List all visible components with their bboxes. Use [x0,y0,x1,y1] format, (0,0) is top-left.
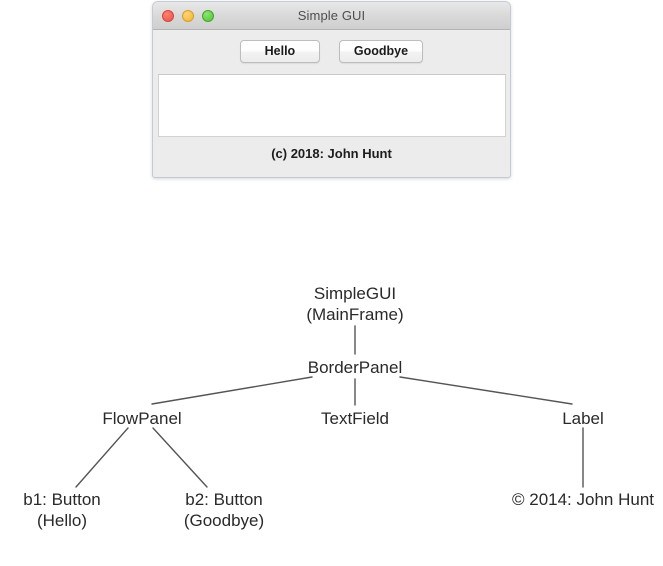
diagram-node-b1-button: b1: Button (Hello) [23,489,101,531]
close-icon[interactable] [162,10,174,22]
node-line-1: Label [562,409,604,428]
edge-borderpanel-flowpanel [151,376,313,405]
simple-gui-window: Simple GUI Hello Goodbye (c) 2018: John … [152,1,511,178]
diagram-node-textfield: TextField [321,408,389,429]
diagram-node-flowpanel: FlowPanel [102,408,181,429]
node-line-2: (Hello) [36,511,88,530]
flow-panel-button-row: Hello Goodbye [153,31,510,72]
edge-borderpanel-label [399,376,573,405]
node-line-1: b1: Button [23,490,101,509]
node-line-1: b2: Button [185,490,263,509]
copyright-footer-label: (c) 2018: John Hunt [153,140,510,170]
diagram-node-b2-button: b2: Button (Goodbye) [184,489,264,531]
text-field-input[interactable] [158,74,506,137]
diagram-node-label: Label [562,408,604,429]
hello-button[interactable]: Hello [239,40,320,63]
edge-flowpanel-b1 [75,427,129,488]
diagram-node-simplegui: SimpleGUI (MainFrame) [306,283,403,325]
diagram-node-borderpanel: BorderPanel [308,357,403,378]
diagram-node-copyright: © 2014: John Hunt [512,489,654,510]
edge-flowpanel-b2 [152,427,208,488]
node-line-2: (Goodbye) [183,511,265,530]
node-line-2: (MainFrame) [306,305,404,324]
node-line-1: TextField [320,409,390,428]
window-titlebar[interactable]: Simple GUI [153,2,510,30]
traffic-light-group [162,10,214,22]
node-line-1: FlowPanel [102,409,182,428]
minimize-icon[interactable] [182,10,194,22]
node-line-1: BorderPanel [307,358,403,377]
goodbye-button[interactable]: Goodbye [338,40,424,63]
window-title: Simple GUI [297,8,366,23]
node-line-1: SimpleGUI [313,284,397,303]
node-line-1: © 2014: John Hunt [511,490,655,509]
maximize-icon[interactable] [202,10,214,22]
